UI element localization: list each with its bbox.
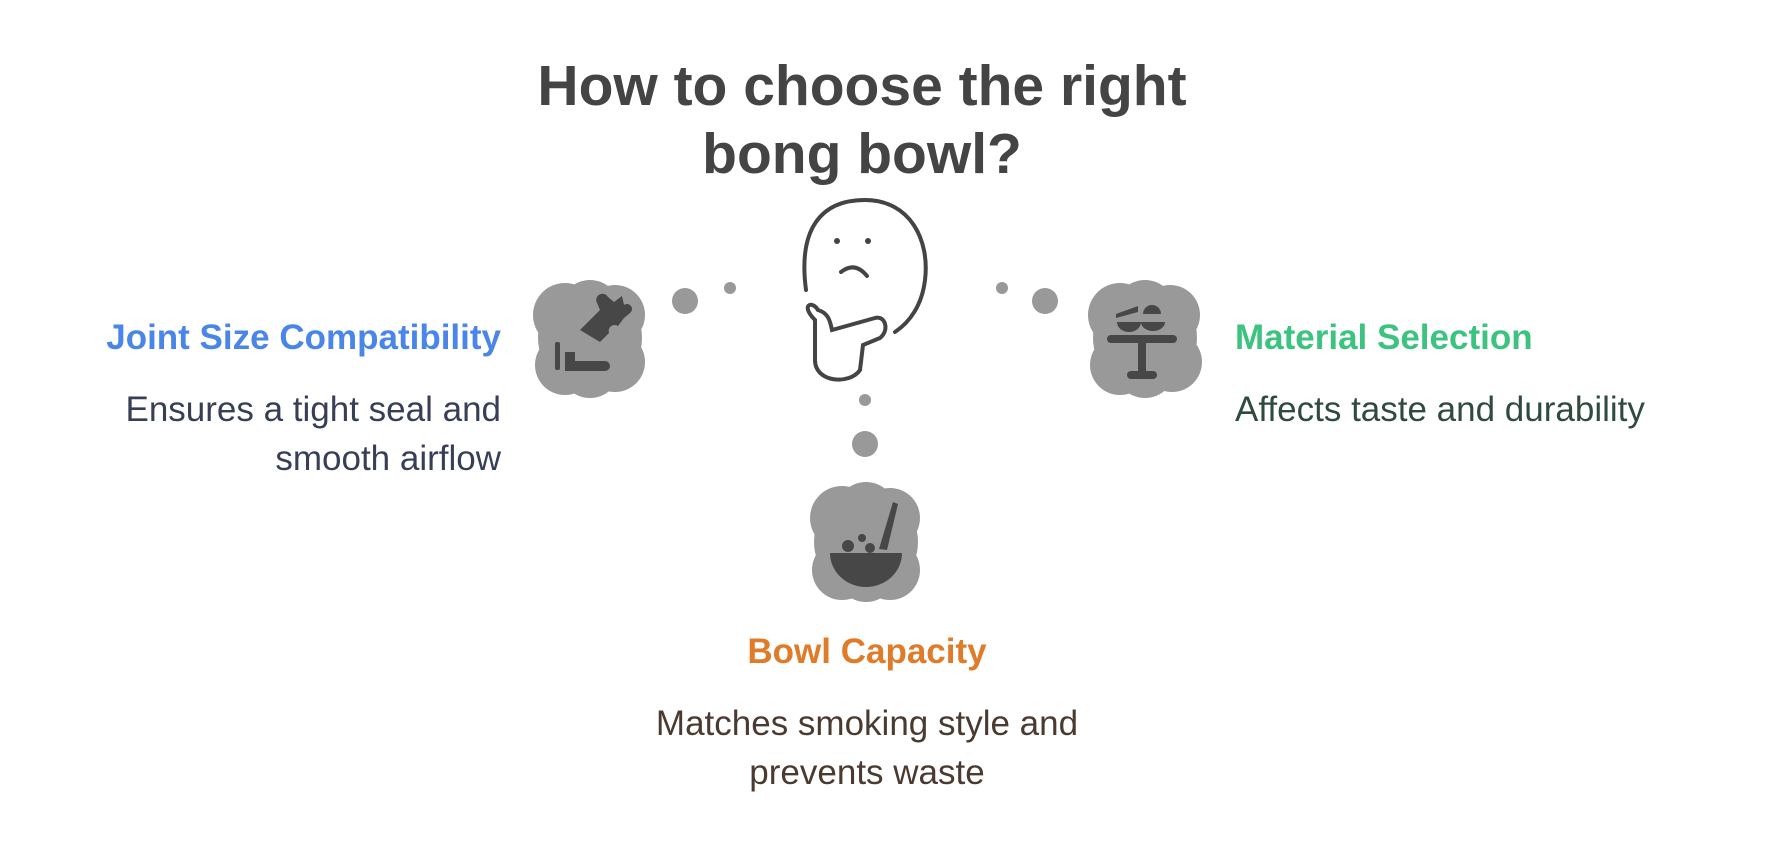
diagram-title: How to choose the right bong bowl? [462, 52, 1262, 188]
puzzle-icon [555, 293, 632, 371]
joint-size-title: Joint Size Compatibility [106, 318, 501, 357]
dot [724, 282, 736, 294]
material-title: Material Selection [1235, 318, 1533, 357]
bowl-capacity-description: Matches smoking style and prevents waste [567, 699, 1167, 797]
material-description: Affects taste and durability [1235, 385, 1645, 434]
dot [996, 282, 1008, 294]
desc-line: prevents waste [749, 753, 985, 792]
title-line-1: How to choose the right [537, 54, 1187, 118]
dot [672, 288, 698, 314]
dot [852, 431, 878, 457]
desc-line: Affects taste and durability [1235, 390, 1645, 429]
title-line-2: bong bowl? [702, 122, 1022, 186]
thinking-face-icon [802, 197, 928, 382]
joint-blob [533, 280, 645, 398]
connector-dots [672, 282, 1058, 457]
mortar-bowl-icon [830, 502, 902, 587]
desc-line: Ensures a tight seal and [125, 390, 501, 429]
joint-size-description: Ensures a tight seal and smooth airflow [125, 385, 501, 483]
bowl-capacity-title: Bowl Capacity [747, 632, 987, 671]
dot [859, 394, 871, 406]
dot [1032, 288, 1058, 314]
desc-line: smooth airflow [275, 439, 501, 478]
bowls-on-stand-icon [1107, 305, 1177, 379]
desc-line: Matches smoking style and [655, 704, 1079, 743]
